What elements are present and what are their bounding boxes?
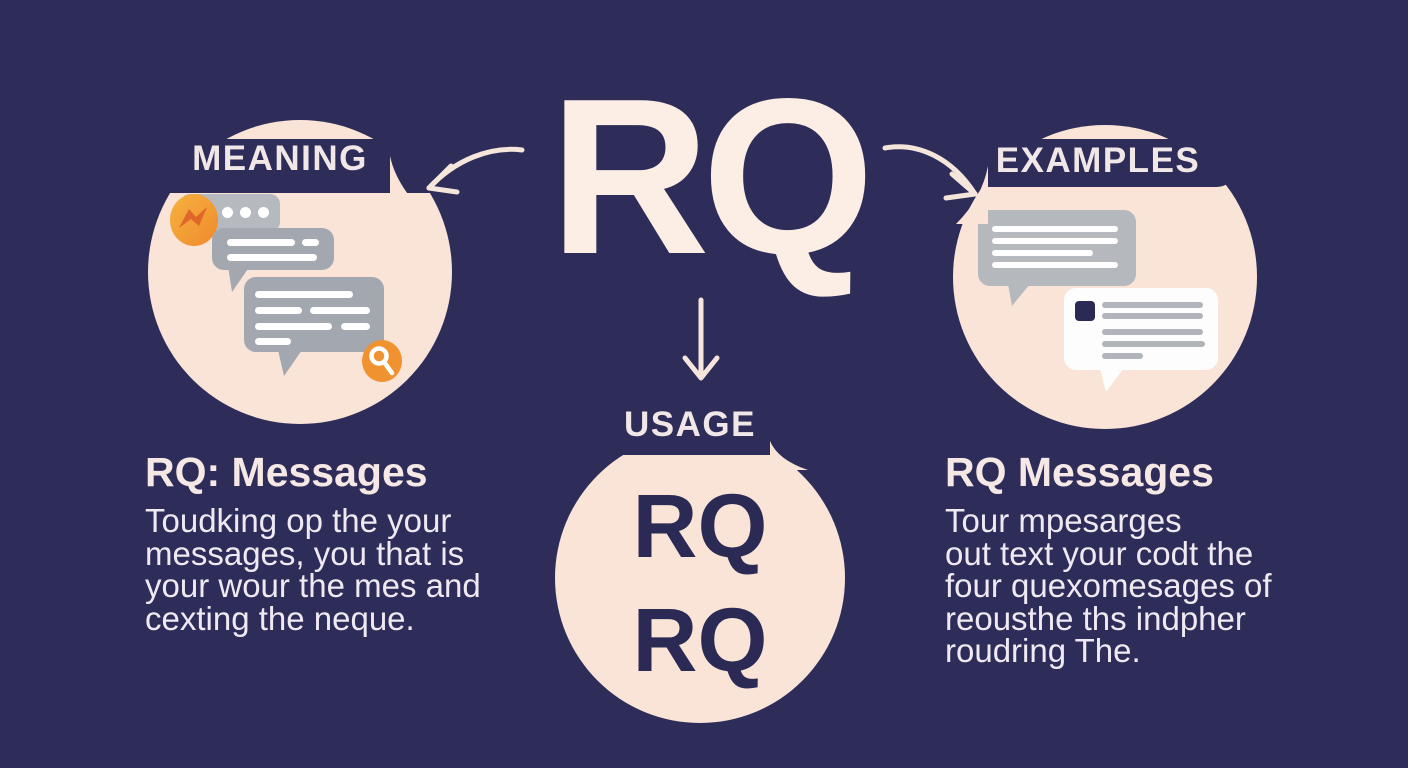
usage-label-band (545, 398, 850, 455)
meaning-heading: RQ: Messages (145, 449, 428, 495)
usage-bubble-tail (770, 441, 808, 470)
typing-dots-icon (222, 207, 233, 218)
arrow-to-usage (682, 297, 720, 381)
chat-bubble-tail (1008, 284, 1030, 306)
examples-label-band (988, 139, 1235, 187)
body-line: roudring The. (945, 632, 1141, 669)
chat-bubble (244, 277, 384, 352)
arrow-to-examples (882, 144, 978, 201)
message-line (255, 323, 332, 330)
examples-text-block: RQ Messages Tour mpesarges out text your… (945, 452, 1285, 668)
chat-bubble-tail (228, 266, 250, 292)
usage-term-line: RQ (632, 477, 768, 577)
typing-dots-icon (258, 207, 269, 218)
message-line (310, 307, 370, 314)
message-line (255, 291, 353, 298)
message-line (1102, 313, 1203, 319)
message-line (227, 239, 295, 246)
body-line: your wour the mes and (145, 567, 481, 604)
meaning-label-band (118, 139, 460, 193)
message-line (1102, 329, 1203, 335)
message-line (1102, 353, 1143, 359)
body-line: Toudking op the your (145, 502, 452, 539)
body-line: four quexomesages of (945, 567, 1272, 604)
avatar-square (1075, 301, 1095, 321)
chat-bubble-tail (1100, 368, 1124, 392)
chat-bubble-white (1064, 288, 1218, 370)
message-line (227, 254, 317, 261)
examples-bubble-tail (956, 166, 988, 224)
body-line: cexting the neque. (145, 599, 415, 637)
message-line (992, 250, 1093, 256)
message-line (255, 307, 302, 314)
message-line (302, 239, 319, 246)
message-line (992, 226, 1118, 232)
meaning-label: MEANING (192, 139, 368, 178)
usage-circle (555, 433, 845, 723)
typing-dots-icon (240, 207, 251, 218)
chat-bubble-tail (278, 350, 302, 376)
body-line: Tour mpesarges (945, 502, 1182, 539)
message-line (1102, 341, 1205, 347)
message-line (992, 262, 1118, 268)
usage-term: RQ RQ (555, 470, 845, 698)
examples-label: EXAMPLES (995, 141, 1201, 180)
chat-bubble (212, 228, 334, 270)
meaning-text-block: RQ: Messages Toudking op the your messag… (145, 452, 485, 635)
usage-label: USAGE (624, 405, 756, 444)
usage-term-line: RQ (632, 591, 768, 691)
message-line (255, 338, 291, 345)
message-line (1102, 302, 1203, 308)
search-icon (362, 340, 402, 382)
main-term: RQ (549, 53, 875, 301)
message-line (992, 238, 1118, 244)
body-line: reousthe ths indpher (945, 599, 1246, 637)
message-line (341, 323, 370, 330)
examples-heading: RQ Messages (945, 449, 1214, 495)
meaning-bubble-tail (390, 156, 444, 230)
arrow-to-meaning (426, 146, 525, 195)
chat-bubble (978, 210, 1136, 286)
body-line: messages, you that is (145, 534, 465, 572)
messenger-bolt-icon (170, 194, 218, 246)
body-line: out text your codt the (945, 534, 1254, 572)
